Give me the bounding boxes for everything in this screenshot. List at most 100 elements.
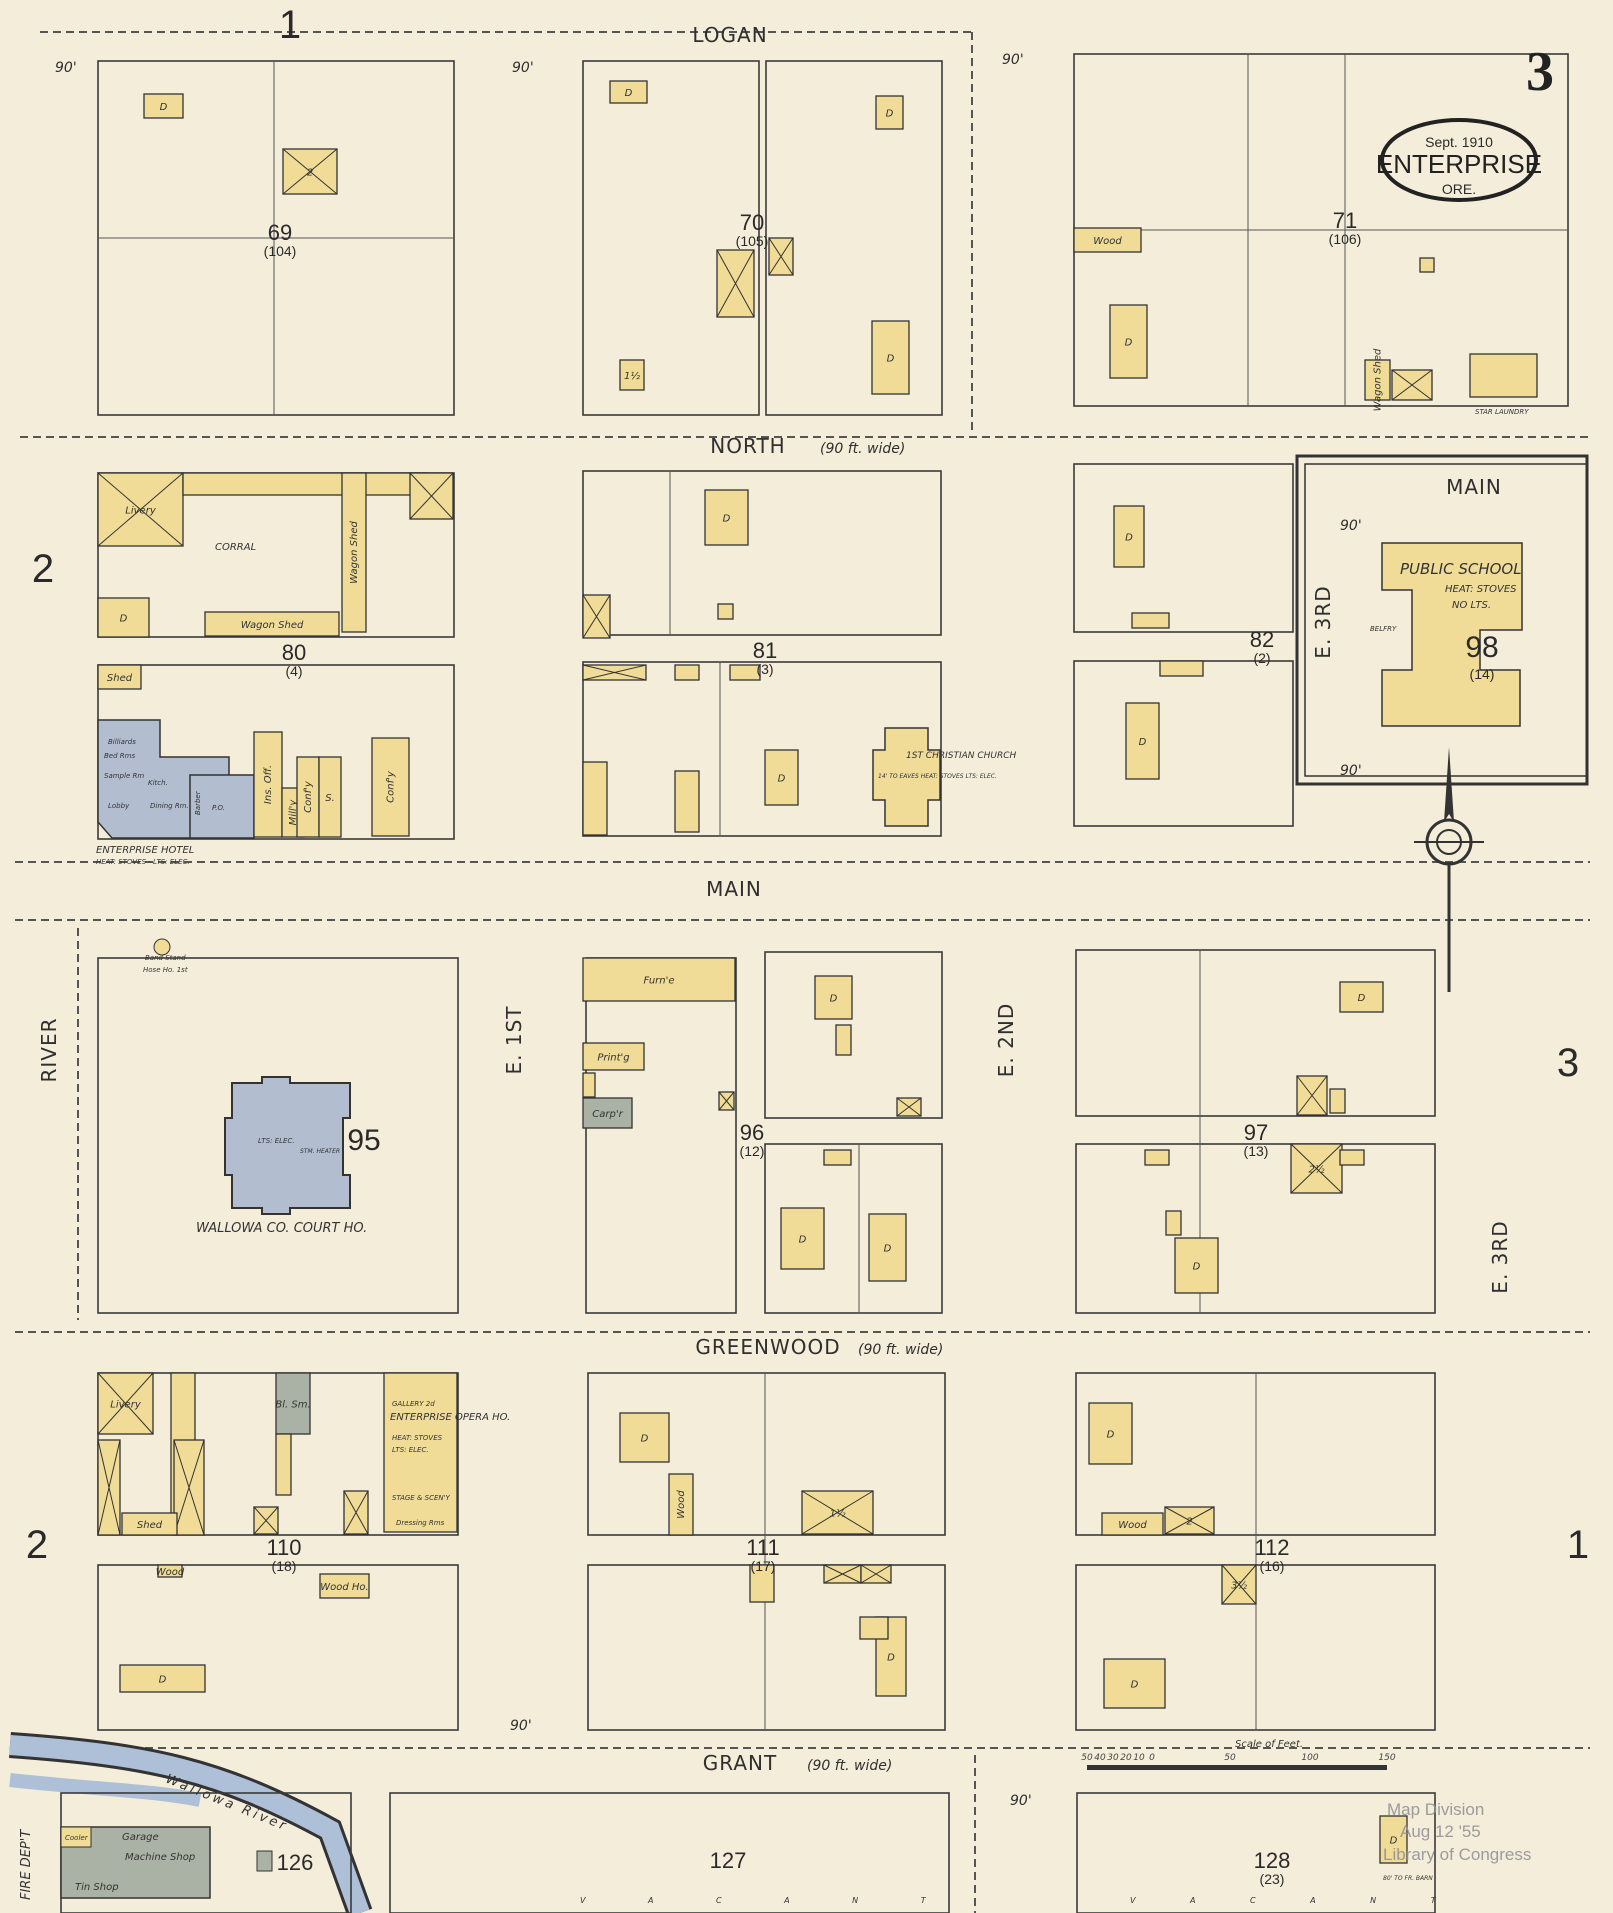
building: Livery xyxy=(97,1372,154,1435)
block-outline xyxy=(582,60,760,416)
building-footprint xyxy=(1088,1402,1133,1465)
building: D xyxy=(1113,505,1145,568)
building-footprint xyxy=(1165,1210,1182,1236)
street-width-label: 90' xyxy=(510,1718,532,1734)
building-footprint xyxy=(582,1097,633,1129)
public-school-building xyxy=(1381,542,1523,727)
building-cross-mark xyxy=(97,472,184,547)
building-label: Print'g xyxy=(597,1053,629,1064)
building-label: 2½ xyxy=(1308,1164,1324,1176)
building-footprint xyxy=(823,1149,852,1166)
building-cross-mark xyxy=(860,1564,892,1584)
church-building xyxy=(872,727,941,827)
title-date: Sept. 1910 xyxy=(1425,134,1493,150)
courthouse-label: WALLOWA CO. COURT HO. xyxy=(196,1221,367,1236)
hotel-room: P.O. xyxy=(212,804,225,812)
hotel-room: Billiards xyxy=(108,738,136,746)
block-number: 81 xyxy=(753,638,777,663)
block-number: 95 xyxy=(347,1124,380,1157)
building: D xyxy=(1088,1402,1133,1465)
building-label: Conf'y xyxy=(303,780,314,813)
block-old-number: (17) xyxy=(751,1558,776,1574)
north-arrow-compass xyxy=(1414,747,1484,992)
building-footprint xyxy=(1073,227,1142,253)
building: D xyxy=(704,489,749,546)
building-cross-mark xyxy=(173,1439,205,1536)
building-footprint xyxy=(97,597,150,638)
building-cross-mark xyxy=(1221,1564,1257,1605)
building: D xyxy=(97,597,150,638)
building: Wood xyxy=(156,1564,185,1578)
block-outline xyxy=(582,661,942,837)
sheet-number: 3 xyxy=(1526,41,1554,103)
street-logan: LOGAN xyxy=(692,23,767,47)
block-outline xyxy=(1075,949,1436,1117)
building xyxy=(1131,612,1170,629)
block-number: 69 xyxy=(268,220,292,245)
block-number: 82 xyxy=(1250,627,1274,652)
hotel-label: ENTERPRISE HOTEL xyxy=(96,845,194,856)
hotel-room: Kitch. xyxy=(148,779,168,787)
building-label: D xyxy=(1139,737,1147,748)
building-footprint xyxy=(275,1433,292,1496)
building-label: Wood xyxy=(156,1567,185,1578)
street-main: MAIN xyxy=(706,877,762,901)
building-label: D xyxy=(887,1653,895,1664)
building xyxy=(768,237,794,276)
hose-house-label: Hose Ho. 1st xyxy=(143,966,188,974)
building xyxy=(582,1072,596,1098)
block-outline xyxy=(764,951,943,1119)
building-label: D xyxy=(778,774,786,785)
street-width-label: 90' xyxy=(1010,1793,1032,1809)
adjoining-sheet-ref: 3 xyxy=(1557,1041,1579,1085)
building xyxy=(823,1564,862,1584)
star-laundry-label: STAR LAUNDRY xyxy=(1475,408,1529,416)
building: Shed xyxy=(121,1512,178,1536)
street-grant: GRANT xyxy=(703,1751,777,1775)
street-lines xyxy=(15,31,1590,1913)
building-label: Wood xyxy=(676,1490,687,1519)
building xyxy=(729,664,761,681)
block-number: 97 xyxy=(1244,1120,1268,1145)
stamp-line-1: Map Division xyxy=(1387,1800,1484,1819)
building xyxy=(717,603,734,620)
building: D xyxy=(619,1412,670,1463)
building-footprint xyxy=(182,472,428,496)
block-old-number: (14) xyxy=(1470,666,1495,682)
building xyxy=(749,1564,775,1603)
street-width-label: 90' xyxy=(1002,52,1024,68)
building-footprint xyxy=(619,1412,670,1463)
block-old-number: (2) xyxy=(1253,650,1270,666)
building-footprint xyxy=(1159,660,1204,677)
scale-tick-label: 40 xyxy=(1094,1753,1106,1763)
building xyxy=(1159,660,1204,677)
street-e-1st: E. 1ST xyxy=(502,1006,526,1075)
building-footprint xyxy=(871,320,910,395)
block-old-number: (18) xyxy=(272,1558,297,1574)
building-cross-mark xyxy=(409,472,454,520)
building-label: 2 xyxy=(1186,1517,1192,1528)
building: D xyxy=(1125,702,1160,780)
building xyxy=(409,472,454,520)
building: Wagon Shed xyxy=(341,472,367,633)
building: D xyxy=(780,1207,825,1270)
building: D xyxy=(871,320,910,395)
building-footprint xyxy=(674,664,700,681)
building-footprint xyxy=(859,1616,889,1640)
building xyxy=(97,1439,121,1536)
street-north-width: (90 ft. wide) xyxy=(820,441,905,457)
building-label: D xyxy=(1107,1430,1115,1441)
building: 2 xyxy=(282,148,338,195)
building xyxy=(1419,257,1435,273)
building: D xyxy=(875,95,904,130)
building-label: D xyxy=(1358,993,1366,1004)
building-label: D xyxy=(641,1434,649,1445)
fire-dept-label: FIRE DEP'T xyxy=(19,1829,34,1900)
building-footprint xyxy=(371,737,410,837)
building: Wood xyxy=(1073,227,1142,253)
street-e-2nd: E. 2ND xyxy=(994,1003,1018,1077)
building xyxy=(859,1616,889,1640)
building-footprint xyxy=(1419,257,1435,273)
